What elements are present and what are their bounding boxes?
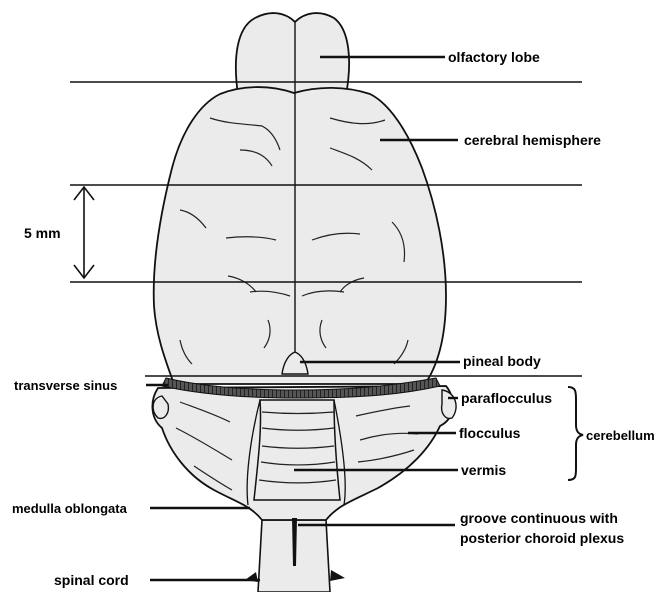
vermis-shape bbox=[254, 400, 340, 500]
right-paraflocculus-shape bbox=[442, 390, 456, 418]
label-vermis: vermis bbox=[461, 462, 506, 478]
label-cerebral-hemisphere: cerebral hemisphere bbox=[464, 132, 601, 148]
label-pineal-body: pineal body bbox=[463, 353, 541, 369]
cerebellum-bracket bbox=[568, 387, 583, 480]
label-groove-line1: groove continuous with bbox=[460, 510, 618, 526]
label-medulla-oblongata: medulla oblongata bbox=[12, 501, 128, 516]
label-flocculus: flocculus bbox=[459, 425, 521, 441]
label-groove-line2: posterior choroid plexus bbox=[460, 530, 624, 546]
cerebral-hemispheres-shape bbox=[154, 87, 446, 384]
label-transverse-sinus: transverse sinus bbox=[14, 378, 117, 393]
olfactory-lobe-shape bbox=[236, 13, 349, 95]
label-olfactory-lobe: olfactory lobe bbox=[448, 49, 540, 65]
label-paraflocculus: paraflocculus bbox=[461, 390, 552, 406]
label-cerebellum: cerebellum bbox=[586, 428, 655, 443]
label-scale: 5 mm bbox=[24, 225, 61, 241]
label-spinal-cord: spinal cord bbox=[54, 572, 129, 588]
scale-bar bbox=[74, 187, 94, 278]
